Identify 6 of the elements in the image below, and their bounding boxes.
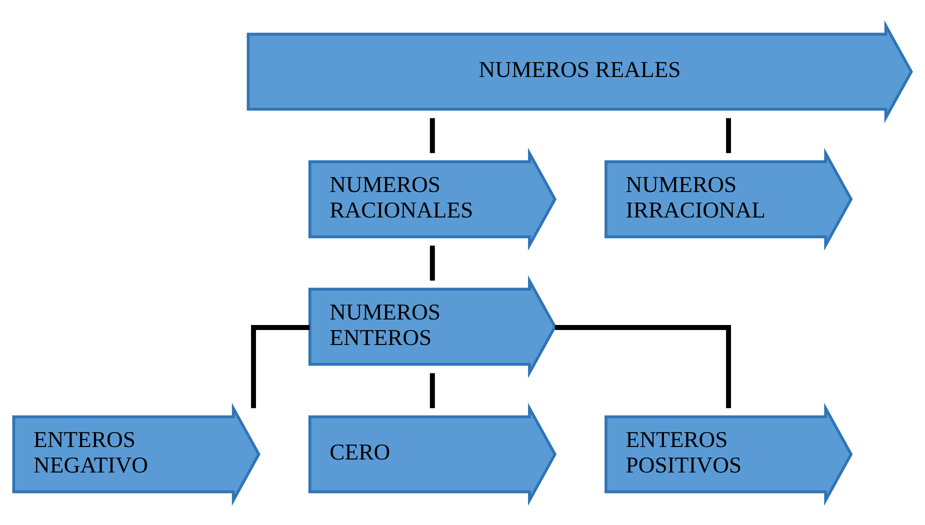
connector <box>251 324 310 408</box>
connector <box>430 372 435 408</box>
connector <box>726 118 731 153</box>
connector <box>554 324 731 408</box>
connector <box>430 245 435 280</box>
connector <box>430 118 435 153</box>
